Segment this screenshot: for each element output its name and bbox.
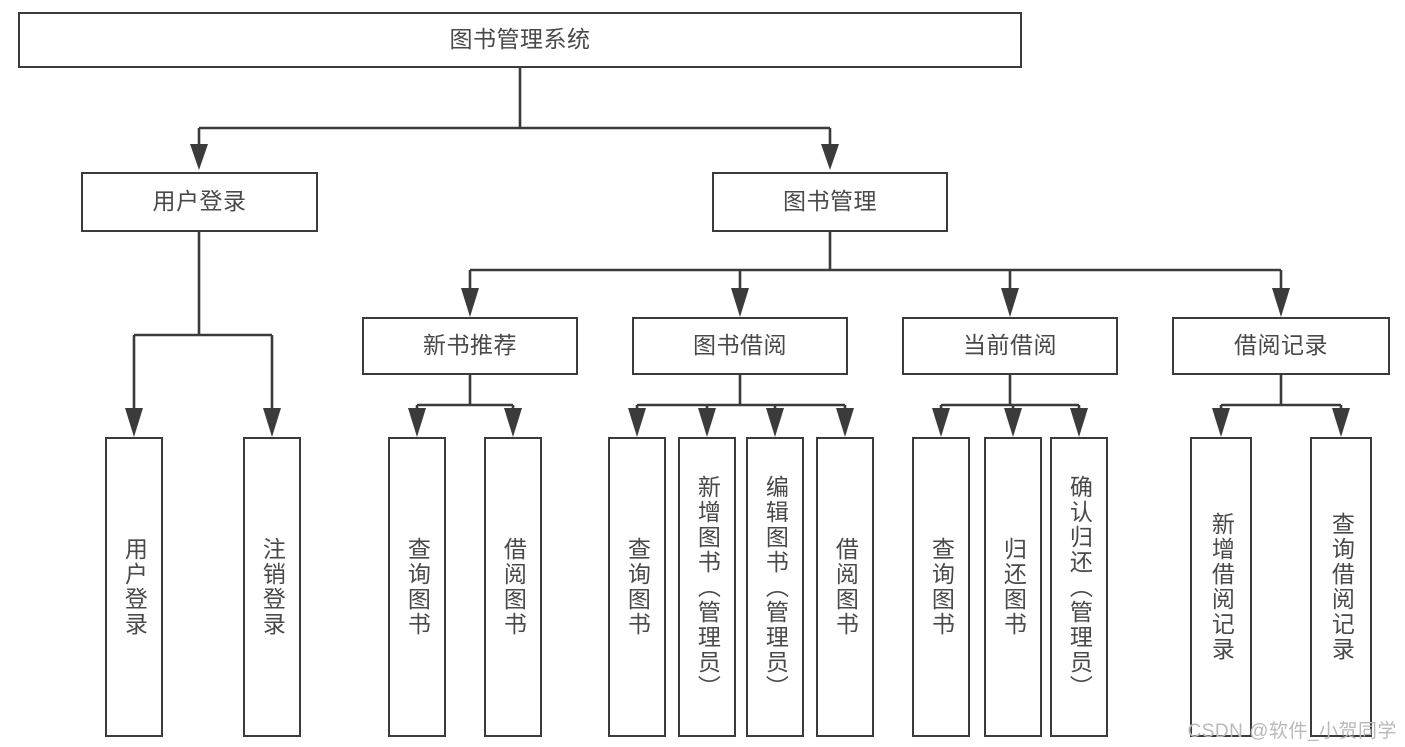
node-current-borrow[interactable]: 当前借阅	[902, 317, 1118, 375]
leaf-logout-label: 注销登录	[259, 537, 286, 637]
arrowhead-current-borrow	[1001, 288, 1019, 317]
leaf-query-book-rec-label: 查询图书	[404, 537, 431, 637]
leaf-user-login[interactable]: 用户登录	[105, 437, 163, 737]
node-book-management-label: 图书管理	[783, 188, 877, 215]
arrowhead-leaf-return-book	[1004, 408, 1022, 437]
node-root-label: 图书管理系统	[449, 26, 591, 53]
arrowhead-leaf-query-book-1	[408, 408, 426, 437]
leaf-edit-book-admin-label: 编辑图书（管理员）	[762, 474, 789, 700]
arrowhead-leaf-user-login	[125, 408, 143, 437]
node-new-book-recommend-label: 新书推荐	[423, 332, 517, 359]
node-current-borrow-label: 当前借阅	[963, 332, 1057, 359]
leaf-query-book-borrow-label: 查询图书	[624, 537, 651, 637]
leaf-add-book-admin-label: 新增图书（管理员）	[694, 474, 721, 700]
leaf-add-borrow-record-label: 新增借阅记录	[1208, 512, 1235, 662]
leaf-borrow-book-label: 借阅图书	[832, 537, 859, 637]
leaf-query-book-current-label: 查询图书	[928, 537, 955, 637]
leaf-logout[interactable]: 注销登录	[243, 437, 301, 737]
node-user-login-label: 用户登录	[152, 188, 247, 215]
arrowhead-leaf-query-record	[1332, 408, 1350, 437]
leaf-confirm-return-admin[interactable]: 确认归还（管理员）	[1050, 437, 1108, 737]
leaf-add-book-admin[interactable]: 新增图书（管理员）	[678, 437, 736, 737]
leaf-return-book-label: 归还图书	[1000, 537, 1027, 637]
node-book-management[interactable]: 图书管理	[712, 172, 948, 232]
leaf-query-book-borrow[interactable]: 查询图书	[608, 437, 666, 737]
node-user-login[interactable]: 用户登录	[81, 172, 318, 232]
arrowhead-leaf-query-book-3	[932, 408, 950, 437]
arrowhead-book-mgmt	[821, 144, 839, 170]
arrowhead-user-login	[190, 144, 208, 170]
leaf-edit-book-admin[interactable]: 编辑图书（管理员）	[746, 437, 804, 737]
leaf-query-borrow-record[interactable]: 查询借阅记录	[1310, 437, 1372, 737]
node-borrow-record[interactable]: 借阅记录	[1172, 317, 1390, 375]
leaf-borrow-book-rec-label: 借阅图书	[500, 537, 527, 637]
node-book-borrow-label: 图书借阅	[693, 332, 787, 359]
leaf-borrow-book-rec[interactable]: 借阅图书	[484, 437, 542, 737]
leaf-query-book-current[interactable]: 查询图书	[912, 437, 970, 737]
arrowhead-leaf-logout	[263, 408, 281, 437]
leaf-borrow-book[interactable]: 借阅图书	[816, 437, 874, 737]
node-borrow-record-label: 借阅记录	[1234, 332, 1328, 359]
arrowhead-leaf-borrow-book-1	[504, 408, 522, 437]
arrowhead-leaf-query-book-2	[628, 408, 646, 437]
leaf-query-book-rec[interactable]: 查询图书	[388, 437, 446, 737]
csdn-watermark: CSDN @软件_小贺同学	[1187, 721, 1397, 742]
leaf-add-borrow-record[interactable]: 新增借阅记录	[1190, 437, 1252, 737]
leaf-confirm-return-admin-label: 确认归还（管理员）	[1066, 474, 1093, 700]
arrowhead-new-book-rec	[461, 288, 479, 317]
arrowhead-leaf-confirm-return	[1070, 408, 1088, 437]
arrowhead-leaf-edit-book	[766, 408, 784, 437]
leaf-return-book[interactable]: 归还图书	[984, 437, 1042, 737]
arrowhead-leaf-add-book	[698, 408, 716, 437]
arrowhead-borrow-record	[1272, 288, 1290, 317]
node-root-system[interactable]: 图书管理系统	[18, 12, 1022, 68]
node-book-borrow[interactable]: 图书借阅	[632, 317, 848, 375]
leaf-user-login-label: 用户登录	[121, 537, 148, 637]
arrowhead-leaf-borrow-book-2	[836, 408, 854, 437]
arrowhead-book-borrow	[731, 288, 749, 317]
leaf-query-borrow-record-label: 查询借阅记录	[1328, 512, 1355, 662]
arrowhead-leaf-add-record	[1212, 408, 1230, 437]
node-new-book-recommend[interactable]: 新书推荐	[362, 317, 578, 375]
